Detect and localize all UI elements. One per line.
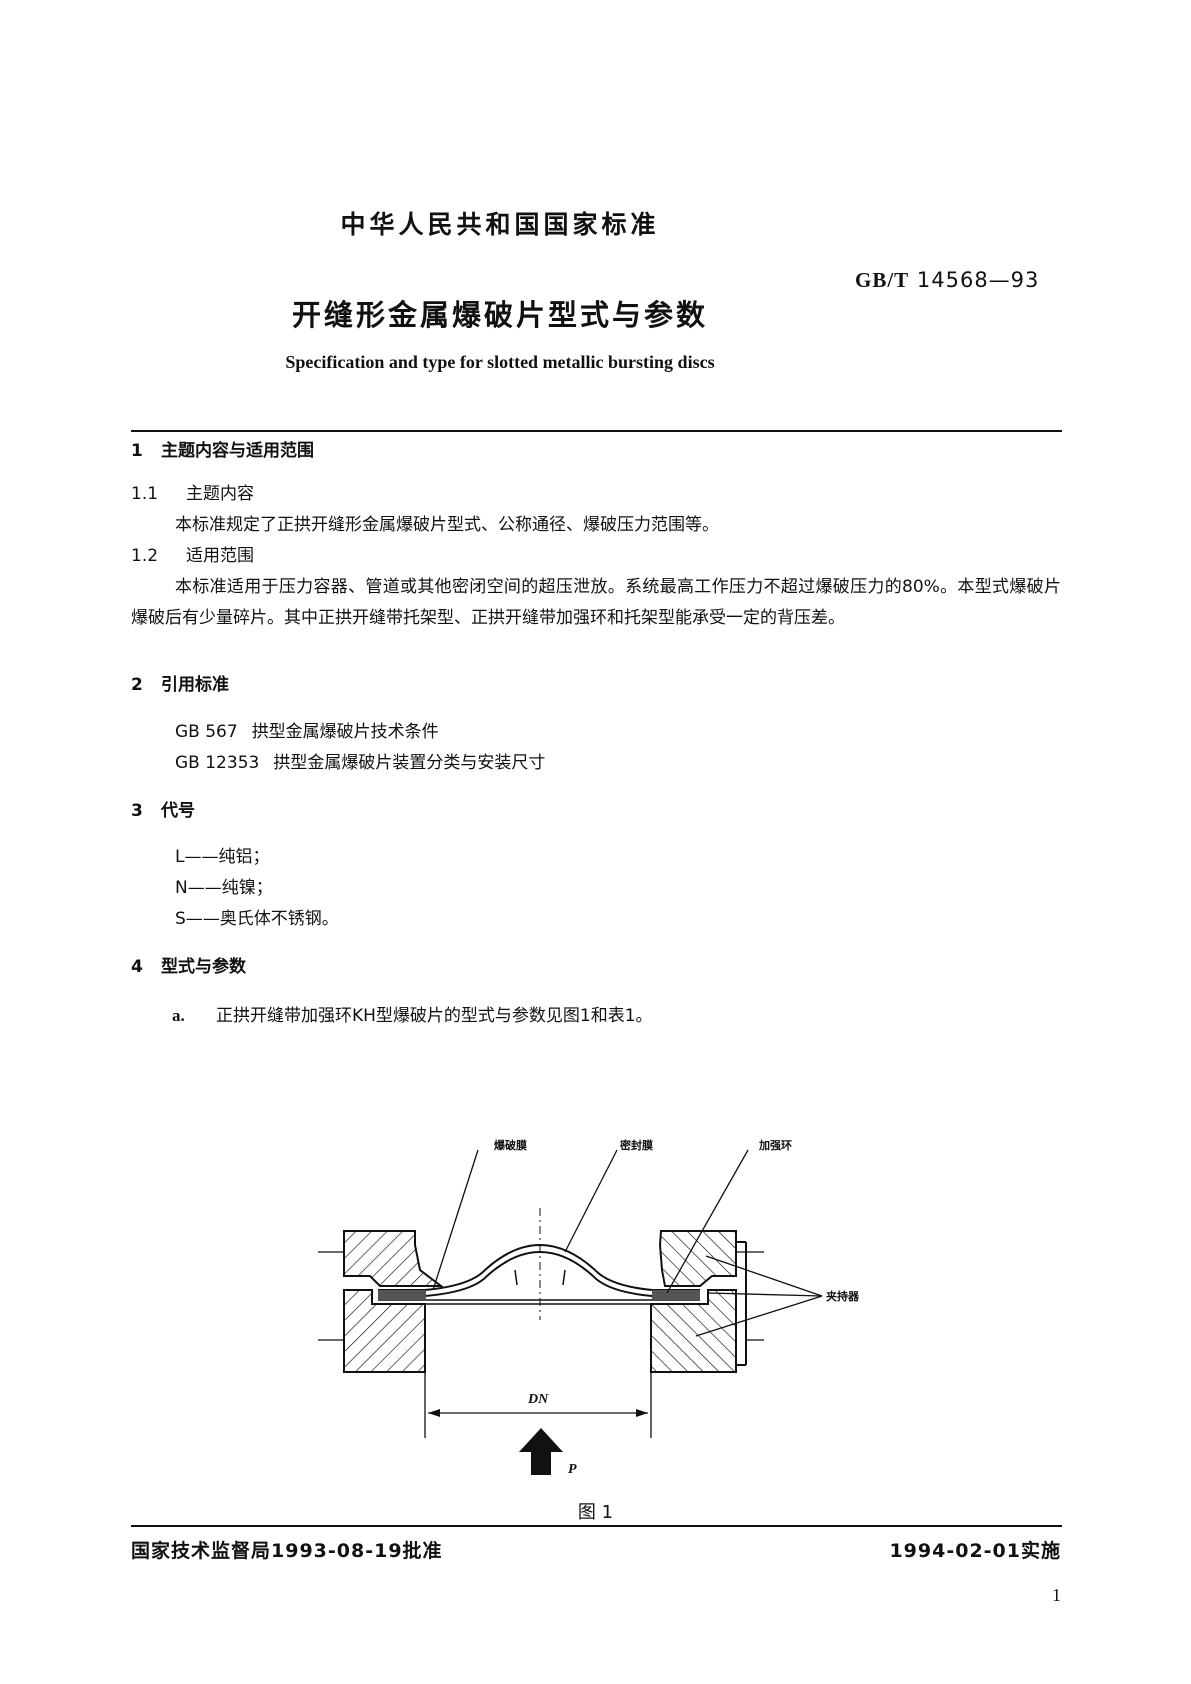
code-item: L——纯铝； [175, 842, 269, 873]
paragraph-text: 本标准适用于压力容器、管道或其他密闭空间的超压泄放。系统最高工作压力不超过爆破压… [131, 577, 1061, 628]
section-4-heading: 4 型式与参数 [131, 952, 246, 983]
reference-item: GB 567 拱型金属爆破片技术条件 [175, 717, 439, 748]
approval-info: 国家技术监督局1993-08-19批准 [131, 1540, 443, 1562]
list-item-text: 正拱开缝带加强环KH型爆破片的型式与参数见图1和表1。 [216, 1006, 653, 1026]
section-1-1-heading: 1.1 主题内容 [131, 479, 254, 510]
pressure-arrow-icon [519, 1428, 563, 1475]
leader-reinforcing-ring [666, 1149, 749, 1294]
bursting-membrane [378, 1244, 700, 1301]
standard-category-title: 中华人民共和国国家标准 [340, 210, 660, 239]
label-pressure: P [568, 1462, 577, 1477]
leader-burst-membrane [432, 1149, 479, 1291]
section-number: 1 [131, 441, 143, 461]
code-dash: —— [184, 847, 219, 867]
code-meaning: 纯镍； [221, 878, 273, 898]
code-dash: —— [187, 878, 222, 898]
section-number: 1.1 [131, 484, 159, 504]
holder-right [650, 1230, 747, 1373]
section-number: 4 [131, 957, 143, 977]
section-title: 代号 [161, 801, 195, 821]
list-marker: a. [172, 1006, 185, 1025]
section-1-heading: 1 主题内容与适用范围 [131, 436, 314, 467]
reference-title: 拱型金属爆破片装置分类与安装尺寸 [273, 753, 546, 773]
section-1-1-paragraph: 本标准规定了正拱开缝形金属爆破片型式、公称通径、爆破压力范围等。 [131, 510, 1061, 541]
implementation-date: 1994-02-01实施 [889, 1540, 1061, 1562]
code-item: S——奥氏体不锈钢。 [175, 904, 339, 935]
section-title: 主题内容与适用范围 [161, 441, 314, 461]
standard-number: GB/T 14568—93 [855, 268, 1039, 293]
reference-item: GB 12353 拱型金属爆破片装置分类与安装尺寸 [175, 748, 545, 779]
section-title: 适用范围 [186, 546, 254, 566]
dn-dimension [424, 1372, 652, 1438]
footer-divider [131, 1525, 1062, 1527]
code-letter: S [175, 909, 186, 929]
code-item: N——纯镍； [175, 873, 273, 904]
section-2-heading: 2 引用标准 [131, 670, 229, 701]
section-title: 引用标准 [161, 675, 229, 695]
reference-code: GB 567 [175, 722, 238, 742]
label-seal-membrane: 密封膜 [620, 1139, 653, 1152]
figure-caption: 图 1 [577, 1502, 614, 1523]
section-number: 1.2 [131, 546, 159, 566]
header-divider [131, 430, 1062, 432]
standard-number-value: 14568—93 [916, 268, 1040, 292]
reference-code: GB 12353 [175, 753, 260, 773]
code-letter: L [175, 847, 185, 867]
section-number: 2 [131, 675, 143, 695]
document-title-en: Specification and type for slotted metal… [285, 352, 715, 372]
standard-number-prefix: GB/T [855, 268, 910, 292]
code-letter: N [175, 878, 188, 898]
section-number: 3 [131, 801, 143, 821]
page-number: 1 [1052, 1585, 1061, 1605]
section-1-2-paragraph: 本标准适用于压力容器、管道或其他密闭空间的超压泄放。系统最高工作压力不超过爆破压… [131, 572, 1061, 634]
section-1-2-heading: 1.2 适用范围 [131, 541, 254, 572]
code-meaning: 奥氏体不锈钢。 [219, 909, 339, 929]
paragraph-text: 本标准规定了正拱开缝形金属爆破片型式、公称通径、爆破压力范围等。 [175, 515, 719, 535]
code-dash: —— [185, 909, 220, 929]
label-dn: DN [528, 1392, 549, 1407]
holder-left [343, 1230, 444, 1373]
label-burst-membrane: 爆破膜 [494, 1139, 527, 1152]
leader-seal-membrane [564, 1149, 618, 1253]
section-title: 型式与参数 [161, 957, 246, 977]
document-title-cn: 开缝形金属爆破片型式与参数 [291, 298, 708, 332]
code-meaning: 纯铝； [218, 847, 270, 867]
section-title: 主题内容 [186, 484, 254, 504]
label-reinforcing-ring: 加强环 [759, 1139, 792, 1152]
label-holder: 夹持器 [826, 1290, 859, 1303]
list-item-a: a. 正拱开缝带加强环KH型爆破片的型式与参数见图1和表1。 [172, 1000, 653, 1032]
section-3-heading: 3 代号 [131, 796, 195, 827]
reference-title: 拱型金属爆破片技术条件 [251, 722, 439, 742]
